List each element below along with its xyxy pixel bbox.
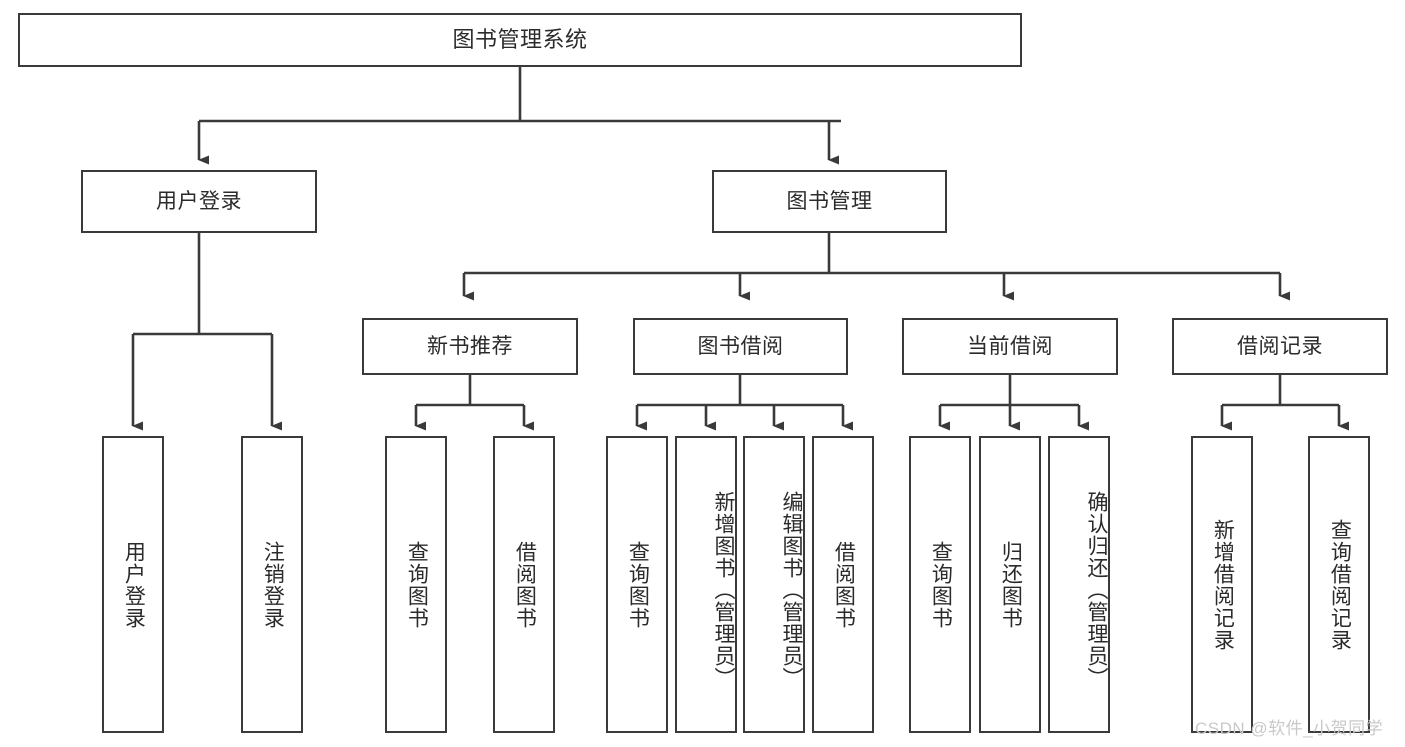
leaf-borrow-lend-book[interactable]: 借阅图书: [812, 436, 874, 733]
node-book-borrow[interactable]: 图书借阅: [633, 318, 848, 375]
node-user-login[interactable]: 用户登录: [81, 170, 317, 233]
leaf-newbook-query-book[interactable]: 查询图书: [385, 436, 447, 733]
node-label: 用户登录: [122, 540, 146, 629]
leaf-record-query[interactable]: 查询借阅记录: [1308, 436, 1370, 733]
node-label: 新增图书（管理员）: [712, 490, 735, 689]
node-label: 图书借阅: [697, 334, 784, 358]
node-label: 图书管理系统: [452, 26, 588, 52]
node-label: 查询借阅记录: [1328, 518, 1352, 651]
node-root-system[interactable]: 图书管理系统: [18, 13, 1022, 67]
node-book-management[interactable]: 图书管理: [712, 170, 947, 233]
leaf-current-return-book[interactable]: 归还图书: [979, 436, 1041, 733]
node-label: 借阅记录: [1237, 334, 1323, 358]
node-new-book-recommend[interactable]: 新书推荐: [362, 318, 578, 375]
leaf-user-login[interactable]: 用户登录: [102, 436, 164, 733]
node-label: 当前借阅: [967, 334, 1053, 358]
leaf-borrow-edit-book[interactable]: 编辑图书（管理员）: [743, 436, 805, 733]
node-label: 编辑图书（管理员）: [780, 490, 803, 689]
node-label: 借阅图书: [513, 540, 537, 629]
node-label: 图书管理: [786, 189, 873, 213]
node-label: 查询图书: [405, 540, 429, 629]
leaf-borrow-query-book[interactable]: 查询图书: [606, 436, 668, 733]
leaf-logout[interactable]: 注销登录: [241, 436, 303, 733]
node-current-borrow[interactable]: 当前借阅: [902, 318, 1118, 375]
leaf-current-confirm-return[interactable]: 确认归还（管理员）: [1048, 436, 1110, 733]
node-label: 注销登录: [261, 540, 285, 629]
node-label: 新书推荐: [427, 334, 513, 358]
csdn-watermark: CSDN @软件_小贺同学: [1195, 719, 1384, 738]
node-label: 借阅图书: [832, 540, 856, 629]
node-borrow-record[interactable]: 借阅记录: [1172, 318, 1388, 375]
leaf-record-add[interactable]: 新增借阅记录: [1191, 436, 1253, 733]
node-label: 归还图书: [999, 540, 1023, 629]
node-label: 用户登录: [156, 189, 242, 213]
leaf-newbook-borrow-book[interactable]: 借阅图书: [493, 436, 555, 733]
leaf-current-query-book[interactable]: 查询图书: [909, 436, 971, 733]
node-label: 确认归还（管理员）: [1085, 490, 1108, 689]
node-label: 查询图书: [626, 540, 650, 629]
node-label: 查询图书: [929, 540, 953, 629]
leaf-borrow-add-book[interactable]: 新增图书（管理员）: [675, 436, 737, 733]
node-label: 新增借阅记录: [1211, 518, 1235, 651]
